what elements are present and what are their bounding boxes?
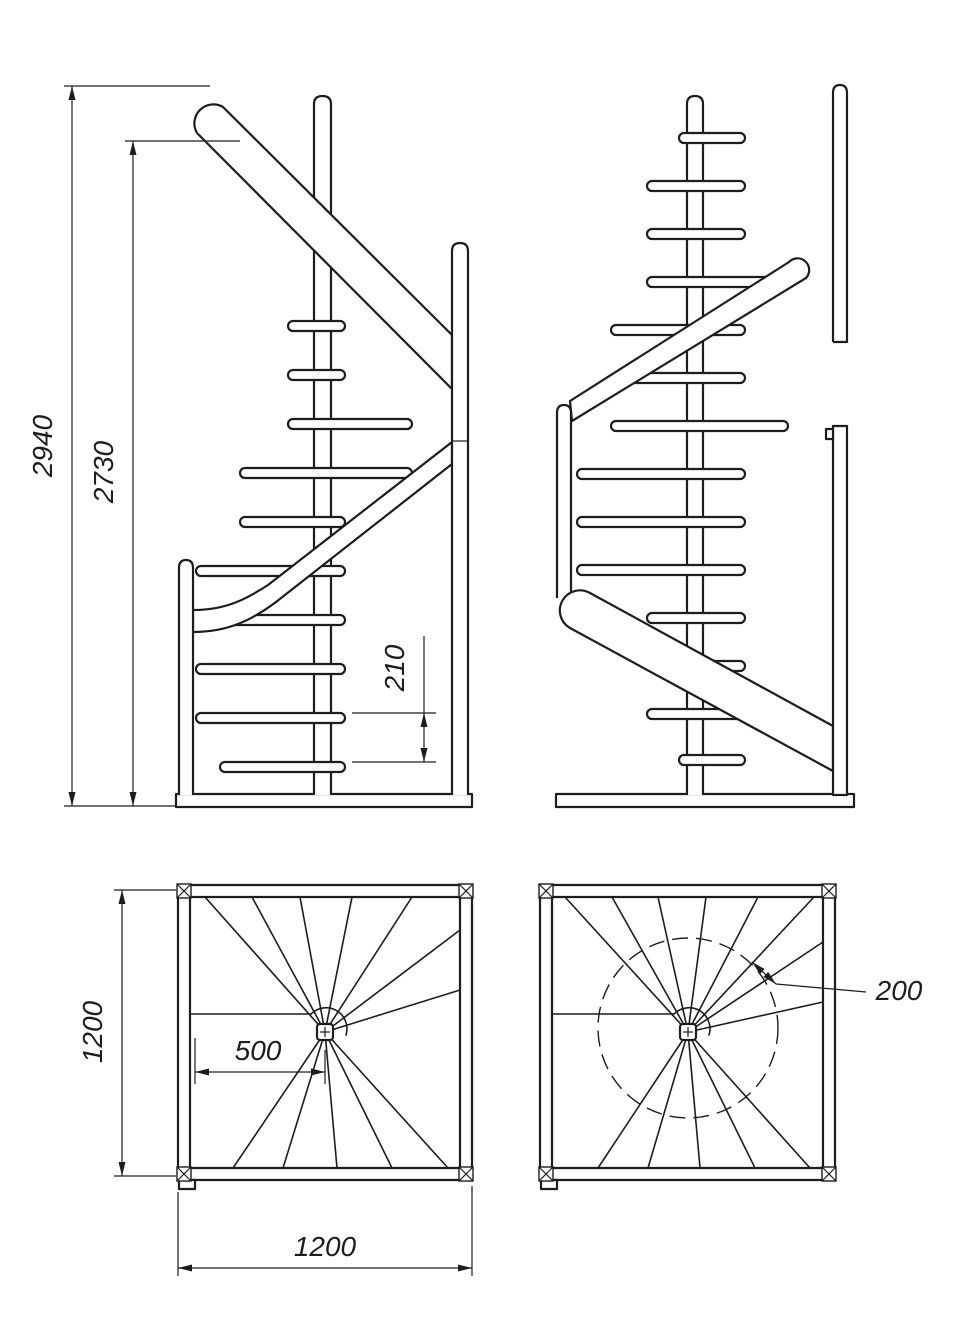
frame-left bbox=[176, 883, 192, 1182]
tread bbox=[575, 467, 747, 481]
board-joint-notch bbox=[824, 427, 835, 441]
corner-fastener-icon bbox=[458, 1166, 474, 1182]
corner-fastener-icon bbox=[821, 883, 837, 899]
tread bbox=[677, 131, 747, 145]
dim-overall-height: 2940 bbox=[27, 85, 210, 807]
dim-label-riser-height: 210 bbox=[379, 644, 410, 692]
right-board-lower bbox=[831, 424, 849, 797]
tread bbox=[286, 417, 414, 431]
dim-upper-flight-height: 2730 bbox=[88, 140, 240, 806]
frame-top bbox=[176, 883, 474, 899]
corner-fastener-icon bbox=[538, 883, 554, 899]
dim-label-plan-depth: 1200 bbox=[77, 1000, 108, 1063]
upper-handrail bbox=[568, 257, 811, 423]
walkline-circle bbox=[597, 937, 779, 1119]
tread bbox=[286, 368, 347, 382]
corner-fastener-icon bbox=[176, 1166, 192, 1182]
dim-label-post-center-offset: 500 bbox=[235, 1035, 282, 1066]
dim-walkline-tread-width: 200 bbox=[751, 961, 923, 1006]
right-newel-post bbox=[450, 241, 470, 795]
plan-view-right bbox=[538, 883, 837, 1191]
dim-riser-height: 210 bbox=[352, 636, 436, 763]
frame-left bbox=[538, 883, 554, 1182]
tread bbox=[645, 227, 747, 241]
left-baluster-post bbox=[177, 558, 195, 795]
tread bbox=[575, 563, 747, 577]
treads-front bbox=[194, 319, 414, 774]
upper-stringer bbox=[193, 103, 454, 391]
tread bbox=[194, 711, 347, 725]
landing-curve bbox=[310, 1007, 348, 1036]
frame-bottom bbox=[176, 1166, 474, 1182]
plan-view-left bbox=[176, 883, 474, 1191]
frame-top bbox=[538, 883, 837, 899]
tread bbox=[609, 419, 790, 433]
base-plate bbox=[554, 792, 856, 809]
base-plate bbox=[174, 792, 474, 809]
tread bbox=[286, 319, 347, 333]
corner-fastener-icon bbox=[176, 883, 192, 899]
landing-curve bbox=[673, 1007, 711, 1036]
dim-label-walkline-tread-width: 200 bbox=[875, 975, 923, 1006]
right-board-upper bbox=[831, 83, 849, 344]
tread bbox=[238, 466, 414, 480]
tread bbox=[218, 760, 347, 774]
corner-fastener-icon bbox=[538, 1166, 554, 1182]
dim-label-plan-width: 1200 bbox=[294, 1231, 357, 1262]
tread bbox=[194, 564, 347, 578]
frame-right bbox=[821, 883, 837, 1182]
front-elevation-view bbox=[174, 94, 474, 809]
dim-post-center-offset: 500 bbox=[194, 1035, 326, 1084]
dim-plan-width: 1200 bbox=[177, 1186, 473, 1276]
corner-fastener-icon bbox=[458, 883, 474, 899]
tread bbox=[645, 179, 747, 193]
dim-label-overall-height: 2940 bbox=[27, 414, 58, 478]
frame-bottom bbox=[538, 1166, 837, 1182]
dim-plan-depth: 1200 bbox=[77, 889, 176, 1177]
left-baluster-post bbox=[555, 403, 573, 598]
tread bbox=[645, 611, 747, 625]
tread bbox=[238, 515, 347, 529]
tread-layout-left bbox=[189, 896, 461, 1169]
tread bbox=[575, 515, 747, 529]
tread bbox=[677, 753, 747, 767]
tread bbox=[194, 662, 347, 676]
tread-layout-right bbox=[551, 896, 824, 1169]
lower-stringer bbox=[558, 589, 835, 773]
dim-label-upper-flight-height: 2730 bbox=[88, 440, 119, 504]
side-elevation-view bbox=[554, 83, 856, 809]
corner-fastener-icon bbox=[821, 1166, 837, 1182]
frame-right bbox=[458, 883, 474, 1182]
